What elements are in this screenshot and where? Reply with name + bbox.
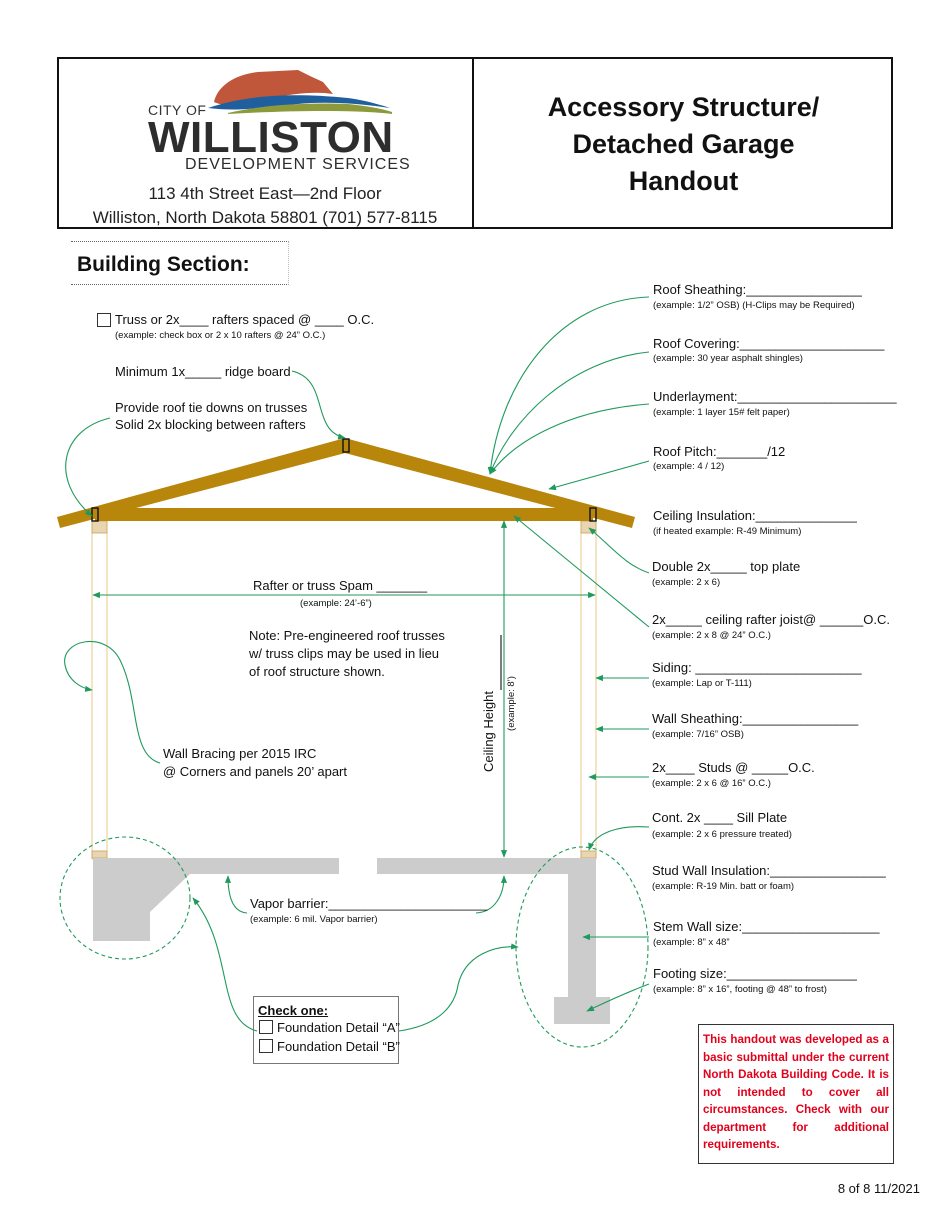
leader-arrows bbox=[64, 296, 650, 1032]
bracing-line-2: @ Corners and panels 20’ apart bbox=[163, 764, 347, 779]
logo-city-of: CITY OF bbox=[148, 102, 207, 118]
disclaimer-note: This handout was developed as a basic su… bbox=[698, 1024, 894, 1164]
left-wall bbox=[91, 520, 108, 860]
foundation-detail-a-label: Foundation Detail “A” bbox=[277, 1020, 400, 1035]
check-one-title: Check one: bbox=[258, 1003, 329, 1018]
address-line-2: Williston, North Dakota 58801 (701) 577-… bbox=[92, 208, 438, 227]
williston-logo-mark bbox=[208, 70, 392, 114]
stud-wall-insulation-example: (example: R-19 Min. batt or foam) bbox=[652, 881, 795, 892]
section-title-box bbox=[71, 241, 289, 285]
truss-example: (example: check box or 2 x 10 rafters @ … bbox=[115, 330, 326, 341]
stem-wall-label: Stem Wall size:___________________ bbox=[653, 919, 880, 934]
foundation bbox=[93, 858, 610, 1024]
sill-plate-example: (example: 2 x 6 pressure treated) bbox=[652, 829, 792, 840]
dimension-lines bbox=[92, 520, 596, 858]
tiedown-line-1: Provide roof tie downs on trusses bbox=[115, 400, 308, 415]
ceiling-height-example: (example: 8’) bbox=[505, 676, 517, 731]
ridge-label: Minimum 1x_____ ridge board bbox=[115, 364, 291, 379]
vapor-barrier-example: (example: 6 mil. Vapor barrier) bbox=[250, 914, 378, 925]
span-label: Rafter or truss Spam _______ bbox=[253, 578, 428, 593]
stud-wall-insulation-label: Stud Wall Insulation:________________ bbox=[652, 863, 886, 878]
ceiling-joist-example: (example: 2 x 8 @ 24” O.C.) bbox=[652, 630, 771, 641]
pre-engineered-line-2: w/ truss clips may be used in lieu bbox=[249, 646, 440, 661]
footing-size-label: Footing size:__________________ bbox=[653, 966, 857, 981]
title-line-1: Accessory Structure/ bbox=[547, 91, 820, 122]
sill-plate-label: Cont. 2x ____ Sill Plate bbox=[652, 810, 788, 825]
siding-example: (example: Lap or T-111) bbox=[652, 678, 752, 689]
truss-checkbox[interactable] bbox=[97, 313, 111, 327]
logo-department: DEVELOPMENT SERVICES bbox=[185, 156, 411, 173]
tiedown-line-2: Solid 2x blocking between rafters bbox=[115, 417, 306, 432]
wall-sheathing-example: (example: 7/16” OSB) bbox=[652, 729, 744, 740]
logo-city-name: WILLISTON bbox=[148, 113, 394, 162]
vapor-barrier-label: Vapor barrier:______________________ bbox=[250, 896, 488, 911]
pre-engineered-line-3: of roof structure shown. bbox=[249, 664, 385, 679]
roof-pitch-label: Roof Pitch:_______/12 bbox=[653, 444, 786, 459]
truss-label: Truss or 2x____ rafters spaced @ ____ O.… bbox=[115, 312, 375, 327]
foundation-detail-selector bbox=[253, 996, 399, 1064]
studs-label: 2x____ Studs @ _____O.C. bbox=[652, 760, 815, 775]
ceiling-height-label: Ceiling Height bbox=[480, 691, 496, 772]
title-line-3: Handout bbox=[628, 165, 739, 196]
title-line-2: Detached Garage bbox=[572, 128, 795, 159]
siding-label: Siding: _______________________ bbox=[652, 660, 862, 675]
underlayment-label: Underlayment:______________________ bbox=[653, 389, 897, 404]
section-title: Building Section: bbox=[77, 253, 250, 276]
ceiling-insulation-label: Ceiling Insulation:______________ bbox=[653, 508, 857, 523]
foundation-detail-b-checkbox[interactable] bbox=[259, 1039, 273, 1053]
pre-engineered-line-1: Note: Pre-engineered roof trusses bbox=[249, 628, 445, 643]
handout-title: Accessory Structure/ Detached Garage Han… bbox=[474, 59, 893, 229]
address-line-1: 113 4th Street East—2nd Floor bbox=[148, 184, 382, 203]
ceiling-insulation-example: (if heated example: R-49 Minimum) bbox=[653, 526, 802, 537]
header-divider bbox=[472, 59, 474, 227]
foundation-detail-a-checkbox[interactable] bbox=[259, 1020, 273, 1034]
roof-sheathing-example: (example: 1/2” OSB) (H-Clips may be Requ… bbox=[653, 300, 855, 311]
right-wall bbox=[580, 520, 597, 860]
page-footer: 8 of 8 11/2021 bbox=[837, 1181, 920, 1196]
roof-rafters bbox=[57, 438, 635, 528]
foundation-detail-circles bbox=[59, 836, 649, 1048]
bracing-line-1: Wall Bracing per 2015 IRC bbox=[163, 746, 317, 761]
ceiling-joist-label: 2x_____ ceiling rafter joist@ ______O.C. bbox=[652, 612, 890, 627]
wall-sheathing-label: Wall Sheathing:________________ bbox=[652, 711, 859, 726]
underlayment-example: (example: 1 layer 15# felt paper) bbox=[653, 407, 790, 418]
footing-size-example: (example: 8” x 16”, footing @ 48” to fro… bbox=[653, 984, 827, 995]
foundation-detail-b-label: Foundation Detail “B” bbox=[277, 1039, 400, 1054]
roof-sheathing-label: Roof Sheathing:________________ bbox=[653, 282, 862, 297]
header-box: Accessory Structure/ Detached Garage Han… bbox=[57, 57, 893, 229]
roof-covering-label: Roof Covering:____________________ bbox=[653, 336, 885, 351]
roof-pitch-example: (example: 4 / 12) bbox=[653, 461, 725, 472]
top-plate-example: (example: 2 x 6) bbox=[652, 577, 721, 588]
top-plate-label: Double 2x_____ top plate bbox=[652, 559, 801, 574]
stem-wall-example: (example: 8” x 48” bbox=[653, 937, 730, 948]
studs-example: (example: 2 x 6 @ 16” O.C.) bbox=[652, 778, 771, 789]
span-example: (example: 24’-6”) bbox=[300, 598, 372, 609]
roof-covering-example: (example: 30 year asphalt shingles) bbox=[653, 353, 803, 364]
